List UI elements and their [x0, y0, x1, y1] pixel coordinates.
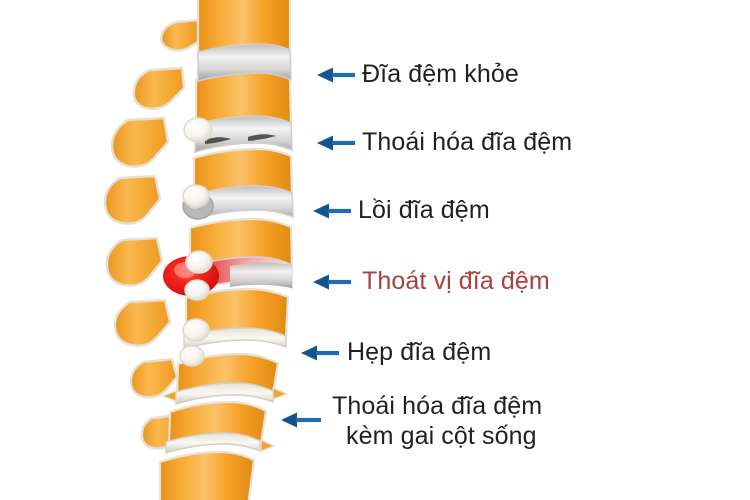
arrow-head	[317, 135, 333, 151]
arrow-head	[317, 67, 333, 83]
label-text-line2: kèm gai cột sống	[346, 421, 537, 450]
disc-narrowed	[183, 327, 287, 350]
disc-healthy	[197, 43, 292, 83]
label-disc-herniation: Thoát vị đĩa đệm	[362, 267, 550, 297]
label-text: Lồi đĩa đệm	[358, 196, 490, 224]
osteophyte-spur	[260, 438, 276, 453]
arrow-disc-herniation	[313, 274, 351, 290]
label-disc-bulge: Lồi đĩa đệm	[358, 196, 490, 226]
disc-bottom	[165, 432, 276, 454]
arrow-disc-bulge	[313, 203, 351, 219]
arrow-tail	[328, 208, 351, 214]
label-text: Thoái hóa đĩa đệm	[362, 128, 573, 156]
arrow-tail	[316, 350, 339, 356]
arrow-degeneration-with-osteophytes	[281, 412, 321, 428]
arrow-tail	[332, 140, 355, 146]
arrow-head	[301, 345, 317, 361]
arrow-head	[313, 203, 329, 219]
arrow-tail	[328, 279, 351, 285]
label-text: Hẹp đĩa đệm	[347, 338, 492, 366]
label-disc-narrowing: Hẹp đĩa đệm	[347, 338, 491, 368]
label-text: Thoái hóa đĩa đệm	[332, 392, 543, 420]
label-healthy-disc: Đĩa đệm khỏe	[362, 60, 519, 90]
facet-joints	[179, 117, 213, 367]
arrow-head	[281, 412, 297, 428]
label-text: Đĩa đệm khỏe	[362, 60, 519, 88]
arrow-tail	[296, 417, 321, 423]
spine-illustration	[103, 0, 294, 500]
label-text: Thoát vị đĩa đệm	[362, 267, 550, 295]
arrow-head	[313, 274, 329, 290]
label-disc-degeneration: Thoái hóa đĩa đệm	[362, 128, 572, 158]
disc-narrowed-with-osteophytes	[161, 382, 289, 405]
osteophyte-spur	[161, 389, 177, 403]
osteophyte-spur	[272, 386, 289, 400]
arrow-healthy-disc	[317, 67, 355, 83]
arrow-tail	[332, 72, 355, 78]
arrow-disc-degeneration	[317, 135, 355, 151]
vertebral-processes	[103, 18, 200, 450]
disc-degenerated	[194, 115, 293, 154]
arrow-disc-narrowing	[301, 345, 339, 361]
